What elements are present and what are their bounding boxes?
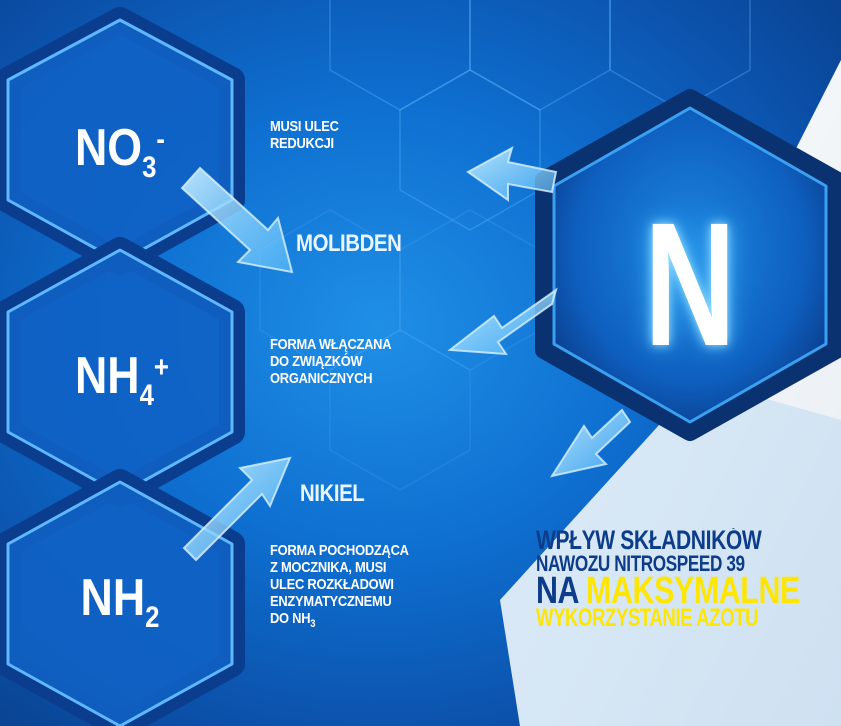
description-nh2-line: FORMA POCHODZĄCA (270, 542, 409, 559)
description-nh2-last-base: DO NH (270, 610, 311, 627)
central-n-hexagon (535, 89, 841, 441)
description-nh2-line: ENZYMATYCZNEMU (270, 593, 392, 610)
description-nh4-line: ORGANICZNYCH (270, 370, 373, 387)
headline-line-1: WPŁYW SKŁADNIKÓW (536, 528, 762, 555)
catalyst-nikiel: NIKIEL (300, 480, 365, 507)
description-nh2-line: Z MOCZNIKA, MUSI (270, 559, 387, 576)
arrow-n-to-bottom (549, 408, 632, 478)
description-nh2-line: ULEC ROZKŁADOWI (270, 576, 394, 593)
formula-no3: NO3- (60, 112, 180, 196)
light-blue-overlay (500, 380, 841, 726)
description-nh4-line: FORMA WŁĄCZANA (270, 336, 392, 353)
description-nh4-line: DO ZWIĄZKÓW (270, 353, 363, 370)
arrow-n-to-top (466, 145, 558, 202)
central-element-n: N (644, 187, 736, 383)
headline-line-4: WYKORZYSTANIE AZOTU (536, 604, 759, 632)
description-no3: MUSI ULEC REDUKCJI (270, 118, 339, 152)
hexagon-chain (0, 7, 245, 726)
headline-line-3: NA MAKSYMALNE (536, 572, 800, 610)
formula-nh2: NH2 (60, 570, 180, 646)
headline-maksymalne: MAKSYMALNE (586, 570, 800, 612)
description-nh2: FORMA POCHODZĄCA Z MOCZNIKA, MUSI ULEC R… (270, 542, 409, 633)
description-nh4: FORMA WŁĄCZANA DO ZWIĄZKÓW ORGANICZNYCH (270, 336, 392, 387)
formula-nh4-sub: 4 (139, 379, 154, 412)
catalyst-molibden: MOLIBDEN (296, 230, 402, 257)
description-nh2-last-sub: 3 (310, 618, 316, 630)
arrow-to-molibden (180, 166, 294, 274)
formula-nh2-sub: 2 (145, 601, 160, 634)
formula-no3-base: NO (74, 119, 143, 177)
description-no3-line: MUSI ULEC (270, 118, 339, 135)
formula-nh4-base: NH (74, 347, 140, 405)
arrow-n-to-middle (447, 287, 558, 356)
headline-line-2: NAWOZU NITROSPEED 39 (536, 551, 745, 576)
description-nh2-line-last: DO NH3 (270, 610, 409, 633)
headline-na: NA (536, 570, 578, 612)
formula-no3-sub: 3 (142, 151, 157, 184)
headline: WPŁYW SKŁADNIKÓW NAWOZU NITROSPEED 39 NA… (536, 528, 841, 668)
formula-nh2-base: NH (80, 569, 146, 627)
description-no3-line: REDUKCJI (270, 135, 334, 152)
arrow-to-nikiel (182, 456, 292, 562)
white-wedge (500, 60, 841, 726)
formula-no3-sup: - (156, 123, 166, 156)
formula-nh4-sup: + (153, 351, 170, 384)
formula-nh4: NH4+ (62, 340, 182, 424)
